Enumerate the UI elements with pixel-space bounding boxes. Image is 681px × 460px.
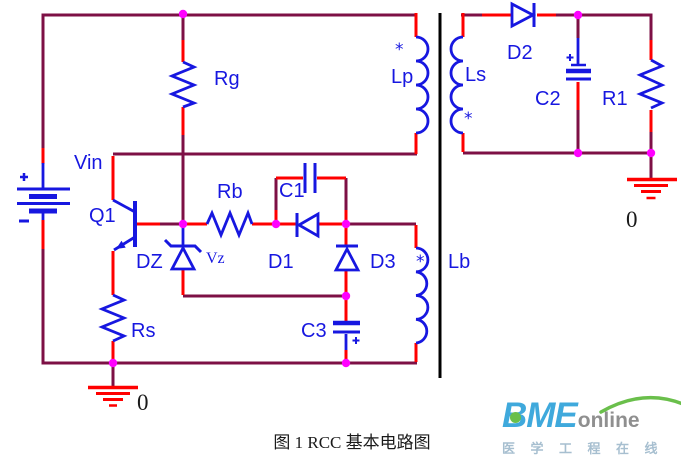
label-rs: Rs [131, 320, 155, 342]
c2-plus-mark [566, 54, 574, 61]
label-c1: C1 [279, 180, 305, 202]
resistor-rb [205, 209, 254, 239]
resistor-rg [168, 60, 198, 109]
label-rb: Rb [217, 181, 243, 203]
inductor-lp [415, 35, 430, 135]
inductor-lb [415, 246, 430, 345]
logo-tagline-text: 医学工程在线 [502, 441, 674, 456]
diode-d3 [333, 244, 361, 272]
label-lp: Lp [391, 66, 413, 88]
label-rg: Rg [214, 68, 240, 90]
label-dz: DZ [136, 251, 163, 273]
transistor-q1 [112, 198, 137, 252]
capacitor-c3 [333, 320, 360, 350]
ground-zero-primary: 0 [137, 390, 149, 415]
label-q1: Q1 [89, 205, 116, 227]
battery-vin [17, 163, 70, 223]
inductor-ls [449, 35, 464, 135]
junction-dots [108, 9, 656, 368]
resistor-r1 [636, 58, 666, 110]
logo-green-dot [510, 412, 521, 423]
resistor-rs [98, 293, 128, 343]
label-lb: Lb [448, 251, 470, 273]
diode-d1 [295, 211, 320, 239]
logo-swoosh-icon [599, 395, 681, 414]
ground-zero-secondary: 0 [626, 207, 638, 232]
label-d2: D2 [507, 42, 533, 64]
logo-row: BMEonline [502, 395, 681, 437]
phase-dot-lb: * [416, 252, 425, 272]
capacitor-c1 [303, 163, 317, 193]
emitter-arrow [116, 240, 126, 249]
figure-caption: 图 1 RCC 基本电路图 [273, 433, 431, 452]
label-vz: Vz [206, 250, 225, 267]
label-r1: R1 [602, 88, 628, 110]
zener-diode-dz [163, 226, 203, 271]
label-d3: D3 [370, 251, 396, 273]
ground-secondary [627, 177, 677, 200]
logo-suffix-text: online [577, 409, 640, 432]
ground-primary [88, 385, 138, 407]
bme-online-watermark: BMEonline 医学工程在线 [502, 395, 681, 457]
phase-dot-ls: * [464, 109, 473, 129]
c3-plus-mark [352, 337, 360, 344]
phase-dot-lp: * [395, 40, 404, 60]
label-c2: C2 [535, 88, 561, 110]
label-c3: C3 [301, 320, 327, 342]
label-ls: Ls [465, 64, 486, 86]
label-d1: D1 [268, 251, 294, 273]
capacitor-c2 [566, 38, 591, 81]
diode-d2 [510, 1, 537, 29]
label-vin: Vin [74, 152, 103, 174]
battery-plus-mark [20, 173, 28, 181]
